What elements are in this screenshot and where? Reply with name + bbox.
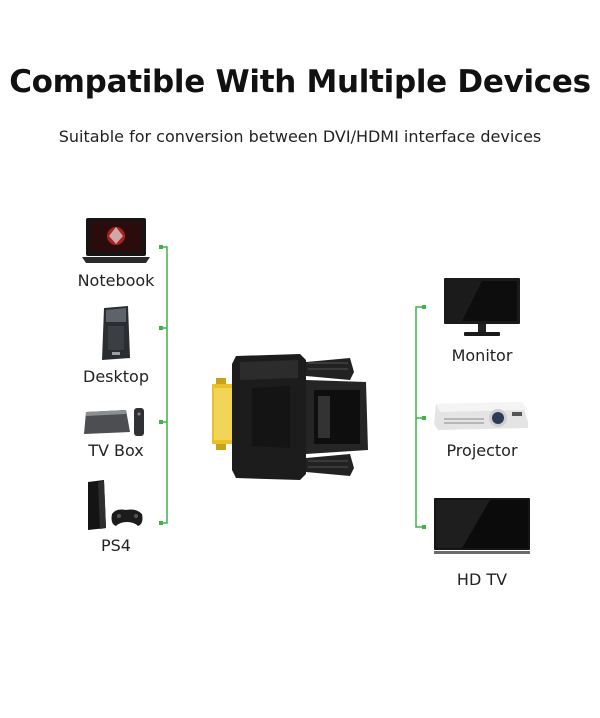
device-desktop bbox=[98, 304, 134, 362]
laptop-icon bbox=[82, 218, 150, 263]
page-subtitle: Suitable for conversion between DVI/HDMI… bbox=[58, 127, 542, 146]
desktop-tower-icon bbox=[102, 306, 130, 360]
label-tv-box: TV Box bbox=[88, 441, 144, 460]
device-hd-tv bbox=[432, 496, 532, 558]
device-monitor bbox=[442, 276, 522, 338]
game-console-icon bbox=[88, 480, 143, 530]
label-ps4: PS4 bbox=[101, 536, 131, 555]
label-monitor: Monitor bbox=[451, 346, 513, 365]
device-ps4 bbox=[86, 478, 146, 532]
label-notebook: Notebook bbox=[77, 271, 155, 290]
monitor-icon bbox=[444, 278, 520, 336]
label-hd-tv: HD TV bbox=[456, 570, 508, 589]
dvi-hdmi-adapter-icon bbox=[212, 354, 368, 480]
projector-icon bbox=[434, 402, 528, 430]
adapter-image bbox=[210, 350, 370, 484]
tv-box-icon bbox=[84, 408, 144, 436]
device-projector bbox=[432, 396, 532, 434]
label-projector: Projector bbox=[446, 441, 518, 460]
page-title: Compatible With Multiple Devices bbox=[9, 64, 591, 100]
device-tv-box bbox=[82, 404, 152, 438]
hd-tv-icon bbox=[434, 498, 530, 554]
device-notebook bbox=[80, 216, 152, 266]
label-desktop: Desktop bbox=[83, 367, 149, 386]
